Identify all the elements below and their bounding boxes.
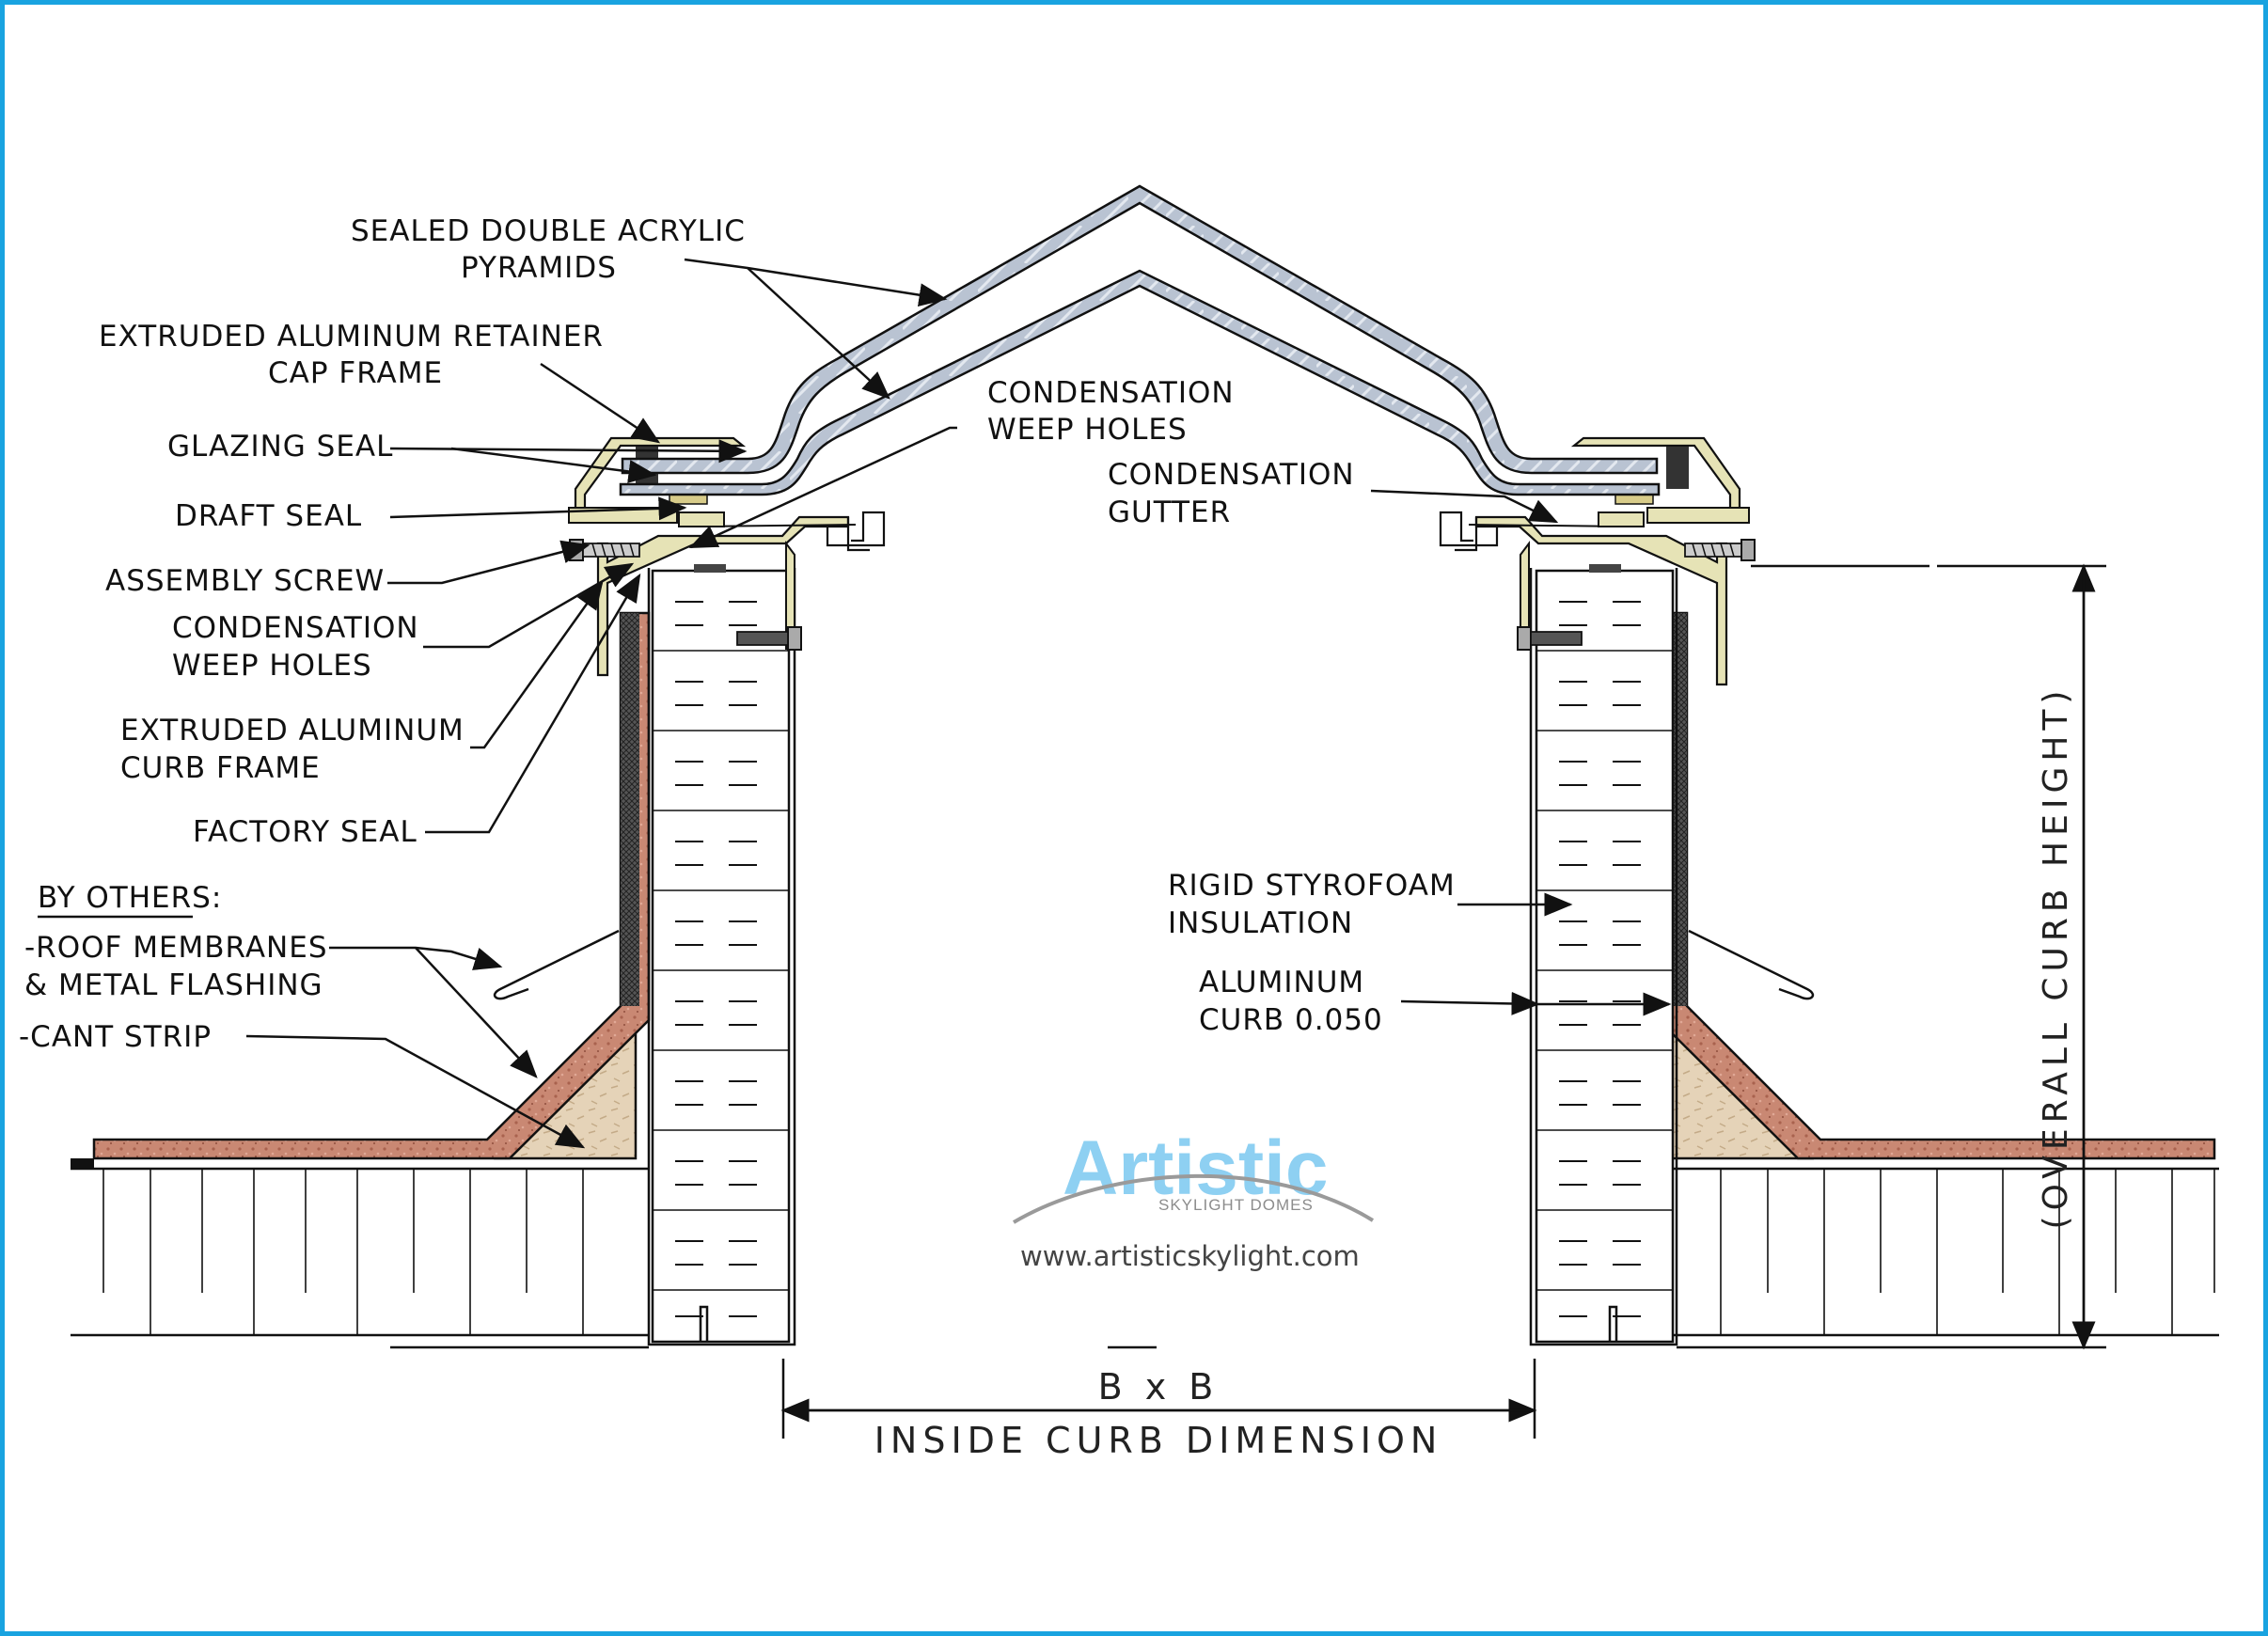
right-assembly-screw [1684, 539, 1756, 561]
label-weep-left-line1: CONDENSATION [172, 611, 419, 645]
label-weep-top-line2: WEEP HOLES [987, 413, 1188, 447]
label-weep-top-line1: CONDENSATION [987, 376, 1235, 410]
inner-acrylic-pyramid [619, 269, 1661, 496]
label-pyramids-line1: SEALED DOUBLE ACRYLIC [351, 214, 746, 248]
logo-wordmark: Artistic [1063, 1125, 1329, 1211]
right-curb-insulation [1529, 568, 1678, 1346]
label-insulation-line2: INSULATION [1168, 906, 1353, 940]
width-dimension-value: B x B [1098, 1366, 1220, 1408]
label-curb-line2: CURB 0.050 [1199, 1003, 1383, 1037]
label-by-others: BY OTHERS: [38, 881, 222, 915]
roof-deck [71, 1167, 2219, 1337]
website-url: www.artisticskylight.com [1020, 1240, 1360, 1272]
callout-labels: SEALED DOUBLE ACRYLIC PYRAMIDS EXTRUDED … [19, 214, 1456, 1054]
label-draft-seal: DRAFT SEAL [175, 499, 362, 533]
label-gutter-line2: GUTTER [1108, 496, 1231, 529]
outer-acrylic-pyramid [621, 184, 1659, 475]
left-assembly-screw [569, 539, 640, 561]
right-roof-membrane [1657, 611, 2216, 1160]
right-curb-anchor-screw [1517, 626, 1583, 651]
label-curb-line1: ALUMINUM [1199, 966, 1364, 999]
height-dimension [390, 563, 2106, 1350]
label-glazing-seal: GLAZING SEAL [167, 430, 393, 464]
label-roof-membranes: -ROOF MEMBRANES [24, 931, 328, 965]
label-cant-strip: -CANT STRIP [19, 1020, 212, 1054]
label-retainer-line2: CAP FRAME [268, 356, 443, 390]
leader-lines [245, 258, 1672, 1149]
width-dimension-caption: INSIDE CURB DIMENSION [874, 1420, 1443, 1461]
width-dimension [780, 1359, 1537, 1439]
left-curb-insulation [647, 568, 796, 1346]
label-gutter-line1: CONDENSATION [1108, 458, 1355, 492]
height-dimension-caption: (OVERALL CURB HEIGHT) [2037, 685, 2075, 1230]
label-pyramids-line2: PYRAMIDS [461, 251, 617, 285]
label-metal-flashing: & METAL FLASHING [24, 968, 323, 1002]
left-curb-frame [596, 511, 886, 677]
dimension-labels: B x B INSIDE CURB DIMENSION (OVERALL CUR… [874, 685, 2075, 1461]
label-weep-left-line2: WEEP HOLES [172, 649, 372, 683]
right-metal-flashing [1688, 929, 1815, 1000]
left-metal-flashing [493, 929, 620, 1000]
label-factory-seal: FACTORY SEAL [193, 815, 417, 849]
label-insulation-line1: RIGID STYROFOAM [1168, 869, 1456, 903]
logo-tagline: SKYLIGHT DOMES [1158, 1196, 1314, 1214]
label-curb-frame-line2: CURB FRAME [120, 751, 321, 785]
left-curb-anchor-screw [736, 626, 802, 651]
label-assembly-screw: ASSEMBLY SCREW [105, 564, 385, 598]
label-curb-frame-line1: EXTRUDED ALUMINUM [120, 714, 465, 747]
label-retainer-line1: EXTRUDED ALUMINUM RETAINER [99, 320, 604, 354]
artistic-logo: Artistic SKYLIGHT DOMES www.artisticskyl… [1012, 1125, 1375, 1272]
